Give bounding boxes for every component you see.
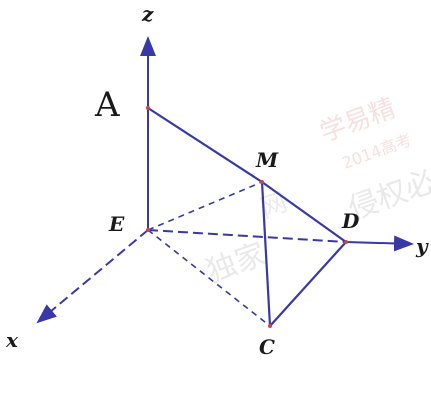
- point-E-label: E: [109, 212, 125, 236]
- point-D-marker: [344, 240, 348, 244]
- edge-MD: [261, 181, 347, 243]
- y-axis-hidden-segment: [147, 229, 347, 243]
- z-axis-label: z: [142, 2, 154, 26]
- point-D-label: D: [342, 209, 360, 233]
- edge-EM: [147, 181, 263, 231]
- edge-EC: [147, 229, 271, 327]
- x-axis-label: x: [6, 328, 18, 352]
- y-axis: [345, 235, 414, 252]
- point-C-marker: [268, 324, 272, 328]
- edge-CD: [269, 241, 347, 327]
- point-C-label: C: [259, 335, 275, 359]
- edge-MC: [260, 181, 272, 327]
- edge-AM: [147, 107, 263, 183]
- y-axis-label: y: [416, 234, 428, 258]
- point-A-label: A: [95, 85, 120, 125]
- x-axis: [36, 229, 149, 324]
- point-E-marker: [146, 228, 150, 232]
- point-M-label: M: [256, 148, 279, 172]
- point-M-marker: [260, 180, 264, 184]
- point-A-marker: [146, 106, 150, 110]
